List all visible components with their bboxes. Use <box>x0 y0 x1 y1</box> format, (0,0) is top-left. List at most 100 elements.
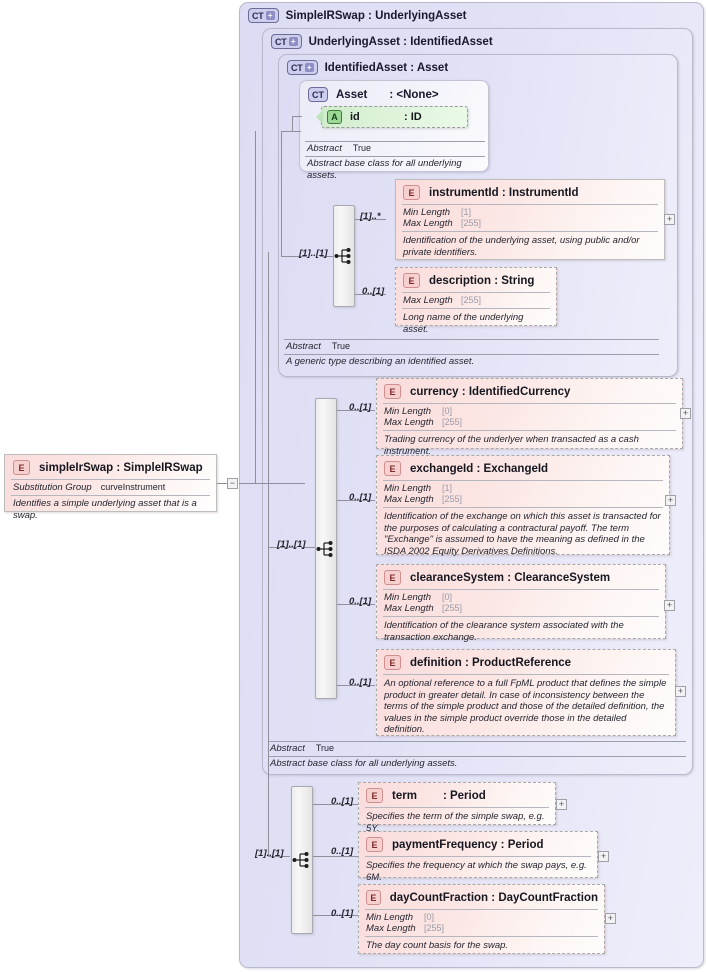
element-card-daycountfraction[interactable]: E dayCountFraction : DayCountFraction Mi… <box>358 884 605 954</box>
cardinality-description: 0..[1] <box>362 286 385 297</box>
complextype-badge-icon[interactable]: CT+ <box>287 60 318 75</box>
expand-handle-term[interactable]: + <box>556 799 567 810</box>
connector <box>216 483 228 484</box>
connector <box>268 547 297 548</box>
complextype-asset-type: : <None> <box>389 88 439 101</box>
expand-handle-definition[interactable]: + <box>675 686 686 697</box>
connector <box>268 856 290 857</box>
element-card-description[interactable]: E description : String Max Length [255] … <box>395 267 557 335</box>
facet-row: Max Length [255] <box>366 923 598 934</box>
facet-row: Max Length [255] <box>384 603 659 614</box>
element-badge-icon: E <box>403 273 420 288</box>
container-underlyingasset-title: UnderlyingAsset : IdentifiedAsset <box>308 35 493 48</box>
complextype-asset-card[interactable]: CT Asset : <None> A id : ID Abstract Tru… <box>299 80 489 181</box>
root-element-documentation: Identifies a simple underlying asset tha… <box>13 498 197 521</box>
sequence-compositor-simpleirswap[interactable] <box>291 786 313 934</box>
element-instrumentid-facets: Min Length [1] Max Length [255] <box>396 205 664 231</box>
facet-name: Max Length <box>403 218 453 229</box>
expand-handle-daycountfraction[interactable]: + <box>605 913 616 924</box>
element-card-term[interactable]: E term: Period Specifies the term of the… <box>358 782 556 834</box>
element-daycountfraction-documentation: The day count basis for the swap. <box>366 940 509 951</box>
facet-row: Max Length [255] <box>384 417 676 428</box>
facet-name: Max Length <box>384 417 434 428</box>
expand-handle-instrumentid[interactable]: + <box>664 214 675 225</box>
expand-handle-currency[interactable]: + <box>680 408 691 419</box>
expand-plus-icon[interactable]: + <box>288 37 298 46</box>
connector <box>239 483 305 484</box>
collapse-handle-root[interactable]: − <box>227 478 238 489</box>
facet-value: [0] <box>424 912 435 922</box>
element-exchangeid-title: exchangeId : ExchangeId <box>410 462 549 475</box>
facet-value: [0] <box>442 592 453 602</box>
identifiedasset-footer: Abstract True A generic type describing … <box>284 339 659 370</box>
connector <box>292 116 302 117</box>
underlyingasset-documentation: Abstract base class for all underlying a… <box>270 758 458 769</box>
facet-name: Min Length <box>384 592 432 603</box>
cardinality-daycountfraction: 0..[1] <box>331 908 354 919</box>
facet-name: Max Length <box>366 923 416 934</box>
facet-value: [1] <box>442 483 453 493</box>
substitution-group-value: curveInstrument <box>100 482 166 492</box>
sequence-compositor-identifiedasset[interactable] <box>333 205 355 307</box>
element-card-currency[interactable]: E currency : IdentifiedCurrency Min Leng… <box>376 378 683 457</box>
facet-value: [255] <box>461 295 482 305</box>
facet-value: [0] <box>442 406 453 416</box>
connector <box>313 856 358 857</box>
element-definition-documentation: An optional reference to a full FpML pro… <box>384 678 667 735</box>
cardinality-simpleirswap-sequence: [1]..[1] <box>255 848 284 859</box>
container-simpleirswap-header: CT+ SimpleIRSwap : UnderlyingAsset <box>248 8 466 23</box>
element-card-exchangeid[interactable]: E exchangeId : ExchangeId Min Length [1]… <box>376 455 670 557</box>
complextype-badge-icon[interactable]: CT+ <box>271 34 302 49</box>
connector <box>355 219 386 220</box>
divider <box>365 909 598 910</box>
cardinality-paymentfrequency: 0..[1] <box>331 846 354 857</box>
element-paymentfrequency-title: paymentFrequency : Period <box>392 838 544 851</box>
element-currency-header: E currency : IdentifiedCurrency <box>377 379 682 403</box>
cardinality-identifiedasset-sequence: [1]..[1] <box>299 248 328 259</box>
container-simpleirswap-title: SimpleIRSwap : UnderlyingAsset <box>285 9 467 22</box>
element-badge-icon: E <box>384 461 401 476</box>
element-card-definition[interactable]: E definition : ProductReference An optio… <box>376 649 676 736</box>
attribute-id[interactable]: A id : ID <box>316 106 468 128</box>
element-instrumentid-documentation: Identification of the underlying asset, … <box>403 235 640 258</box>
asset-abstract-row: Abstract True <box>305 142 485 156</box>
cardinality-instrumentid: [1]..* <box>360 211 381 222</box>
divider <box>383 616 659 617</box>
attribute-id-type: : ID <box>404 111 422 123</box>
element-card-clearancesystem[interactable]: E clearanceSystem : ClearanceSystem Min … <box>376 564 666 643</box>
connector <box>313 804 358 805</box>
identifiedasset-documentation: A generic type describing an identified … <box>286 356 475 367</box>
divider <box>383 674 669 675</box>
element-definition-title: definition : ProductReference <box>410 656 572 669</box>
element-description-title: description : String <box>429 274 535 287</box>
sequence-compositor-underlyingasset[interactable] <box>315 398 337 699</box>
element-card-paymentfrequency[interactable]: E paymentFrequency : Period Specifies th… <box>358 831 598 883</box>
divider <box>11 495 210 496</box>
expand-handle-clearancesystem[interactable]: + <box>664 600 675 611</box>
sequence-icon <box>334 248 351 264</box>
expand-handle-paymentfrequency[interactable]: + <box>598 851 609 862</box>
complextype-badge-icon[interactable]: CT+ <box>248 8 279 23</box>
expand-plus-icon[interactable]: + <box>304 63 314 72</box>
divider <box>402 308 550 309</box>
connector <box>301 547 315 548</box>
element-card-instrumentid[interactable]: E instrumentId : InstrumentId Min Length… <box>395 179 665 260</box>
expand-handle-exchangeid[interactable]: + <box>665 495 676 506</box>
divider <box>268 756 686 757</box>
facet-row: Min Length [0] <box>366 912 598 923</box>
connector <box>292 116 293 132</box>
underlyingasset-abstract-label: Abstract <box>270 743 305 754</box>
attribute-badge-icon: A <box>327 110 342 124</box>
element-card-simpleirswap-root[interactable]: E simpleIrSwap : SimpleIRSwap Substituti… <box>4 454 217 521</box>
element-paymentfrequency-header: E paymentFrequency : Period <box>359 832 597 856</box>
divider <box>268 741 686 742</box>
cardinality-currency: 0..[1] <box>349 402 372 413</box>
cardinality-underlyingasset-sequence: [1]..[1] <box>277 539 306 550</box>
facet-row: Max Length [255] <box>403 218 658 229</box>
expand-plus-icon[interactable]: + <box>265 11 275 20</box>
facet-row: Min Length [1] <box>384 483 663 494</box>
element-paymentfrequency-documentation: Specifies the frequency at which the swa… <box>366 860 587 883</box>
connector <box>337 410 375 411</box>
facet-value: [255] <box>442 417 463 427</box>
